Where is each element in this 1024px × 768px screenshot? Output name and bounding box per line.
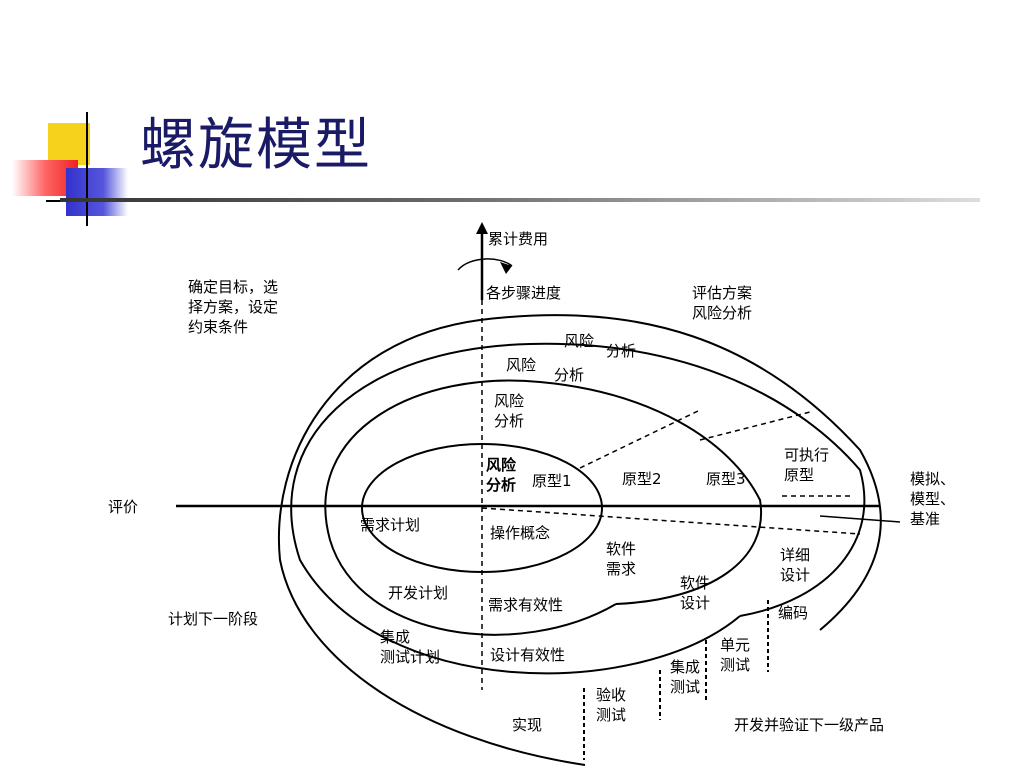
risk-inner-1: 风险 xyxy=(494,392,524,410)
implement: 实现 xyxy=(512,716,542,734)
rotation-arrow-head xyxy=(500,262,512,274)
dash-lower xyxy=(481,507,861,535)
exec-proto-2: 原型 xyxy=(784,466,814,484)
integ-test-1: 集成 xyxy=(670,658,700,676)
sw-req-1: 软件 xyxy=(606,540,636,558)
spiral-loop-outer xyxy=(278,314,882,766)
simulate-line-1: 模拟、 xyxy=(910,470,955,488)
quadrant-tl-line-1: 确定目标，选 xyxy=(188,278,278,296)
risk-inner-2: 分析 xyxy=(494,412,524,430)
detail-design-2: 设计 xyxy=(780,566,810,584)
simulate-line-2: 模型、 xyxy=(910,490,955,508)
dev-plan: 开发计划 xyxy=(388,584,448,602)
title-underline xyxy=(60,198,980,202)
cumulative-cost-label: 累计费用 xyxy=(488,230,548,248)
plan-next-label: 计划下一阶段 xyxy=(168,610,258,628)
exec-proto-1: 可执行 xyxy=(784,446,829,464)
sw-req-2: 需求 xyxy=(606,560,636,578)
prototype-2: 原型2 xyxy=(622,470,662,488)
deliver-label: 开发并验证下一级产品 xyxy=(734,716,884,734)
risk-outer-1: 风险 xyxy=(564,332,594,350)
prototype-3: 原型3 xyxy=(706,470,746,488)
slide-title: 螺旋模型 xyxy=(140,113,372,178)
integ-test-2: 测试 xyxy=(670,678,700,696)
simulate-pointer xyxy=(819,515,901,523)
dash-proto-2 xyxy=(579,409,701,469)
risk-mid-2: 分析 xyxy=(554,366,584,384)
integ-plan-2: 测试计划 xyxy=(380,648,440,666)
req-plan: 需求计划 xyxy=(360,516,420,534)
spiral-loop-second xyxy=(324,379,763,636)
prototype-1: 原型1 xyxy=(532,472,572,490)
risk-core-2: 分析 xyxy=(486,476,516,494)
unit-test-1: 单元 xyxy=(720,636,750,654)
quadrant-tl-line-3: 约束条件 xyxy=(188,318,248,336)
simulate-line-3: 基准 xyxy=(910,510,940,528)
quadrant-tr-line-1: 评估方案 xyxy=(692,284,752,302)
spiral-loop-third xyxy=(290,342,866,675)
sw-design-2: 设计 xyxy=(680,594,710,612)
op-concept: 操作概念 xyxy=(490,524,550,542)
rotation-arrow-icon xyxy=(457,258,513,271)
sw-design-1: 软件 xyxy=(680,574,710,592)
deco-vertical-line xyxy=(86,112,88,226)
quadrant-tr-line-2: 风险分析 xyxy=(692,304,752,322)
coding: 编码 xyxy=(778,604,808,622)
integ-plan-1: 集成 xyxy=(380,628,410,646)
progress-label: 各步骤进度 xyxy=(486,284,561,302)
accept-test-2: 测试 xyxy=(596,706,626,724)
design-validity: 设计有效性 xyxy=(490,646,565,664)
risk-mid-1: 风险 xyxy=(506,356,536,374)
axis-arrow-tip xyxy=(476,222,488,234)
accept-test-1: 验收 xyxy=(596,686,626,704)
dash-proto-3 xyxy=(699,411,811,441)
evaluate-label: 评价 xyxy=(108,498,138,516)
unit-test-2: 测试 xyxy=(720,656,750,674)
detail-design-1: 详细 xyxy=(780,546,810,564)
req-validity: 需求有效性 xyxy=(488,596,563,614)
deco-yellow-square xyxy=(48,123,90,165)
quadrant-tl-line-2: 择方案，设定 xyxy=(188,298,278,316)
deco-blue-square xyxy=(66,168,128,216)
risk-outer-2: 分析 xyxy=(606,342,636,360)
risk-core-1: 风险 xyxy=(486,456,517,474)
